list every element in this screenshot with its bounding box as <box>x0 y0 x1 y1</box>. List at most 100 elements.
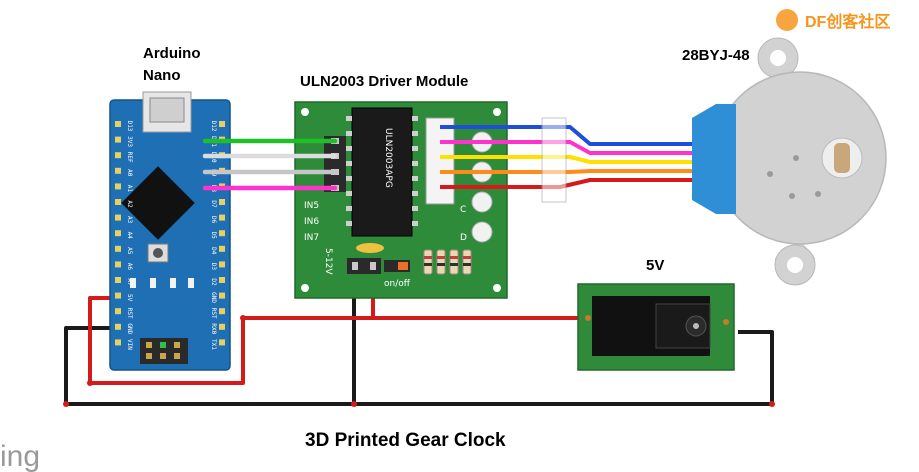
led-l <box>130 278 136 288</box>
motor-label: 28BYJ-48 <box>682 47 750 64</box>
chip-pin <box>412 131 418 136</box>
resistor-band <box>424 256 432 259</box>
label-in6: IN6 <box>304 217 319 227</box>
wire-pink <box>440 140 700 155</box>
stepper-motor <box>692 37 887 286</box>
atmega-chip <box>121 166 195 240</box>
df-logo-icon <box>776 9 798 31</box>
arduino-pin-left-a0 <box>115 167 121 174</box>
arduino-label-line2: Nano <box>143 67 181 84</box>
arduino-pin-label-right-d12: D12 <box>210 121 217 132</box>
arduino-pin-left-gnd <box>115 323 121 330</box>
chip-pin <box>346 206 352 211</box>
arduino-pin-label-left-a6: A6 <box>126 263 133 271</box>
arduino-pin-right-d4 <box>219 245 225 252</box>
arduino-pin-right-d2 <box>219 277 225 283</box>
chip-label: ULN2003APG <box>383 128 393 188</box>
uln2003-chip <box>351 107 413 237</box>
resistor-band <box>463 256 471 259</box>
arduino-pin-label-left-a4: A4 <box>126 232 133 240</box>
motor-shaft <box>834 143 850 173</box>
label-voltage: 5-12V <box>323 248 333 275</box>
led-d <box>471 221 493 243</box>
led-rx <box>188 278 194 288</box>
icsp-pin <box>146 353 152 359</box>
icsp-pin <box>160 353 166 359</box>
wire-ground <box>64 326 774 406</box>
arduino-pin-label-left-3v3: 3V3 <box>126 136 133 147</box>
arduino-pin-left-d13 <box>115 121 121 127</box>
uln2003-driver-board: ULN2003APG IN5 IN6 IN7 5-12V on/off C D <box>294 101 508 299</box>
arduino-pin-left-a6 <box>115 261 121 268</box>
led-c <box>471 191 493 213</box>
arduino-pin-label-right-d4: D4 <box>210 247 217 255</box>
label-led-c: C <box>460 205 466 215</box>
capacitor <box>356 243 384 253</box>
wire-yellow <box>440 155 700 164</box>
caption: 3D Printed Gear Clock <box>305 430 506 451</box>
icsp-pin <box>146 342 152 348</box>
resistor-band <box>450 256 458 259</box>
resistor-band <box>437 256 445 259</box>
arduino-pin-label-left-d13: D13 <box>126 121 133 132</box>
label-switch: on/off <box>384 279 411 289</box>
wire-orange <box>440 169 700 174</box>
arduino-pin-right-tx1 <box>219 339 225 346</box>
df-logo-text: DF创客社区 <box>805 12 890 31</box>
resistor <box>436 249 446 275</box>
arduino-pin-left-a4 <box>115 230 121 237</box>
chip-pin <box>346 161 352 166</box>
chip-pin <box>412 176 418 181</box>
chip-pin <box>412 116 418 121</box>
chip-pin <box>346 131 352 136</box>
power-label: 5V <box>646 257 664 274</box>
arduino-pin-label-right-rx0: RX0 <box>210 323 217 334</box>
signal-wires <box>202 138 338 191</box>
watermark-left: ing <box>0 440 40 472</box>
label-in5: IN5 <box>304 201 319 211</box>
wire-5v <box>88 296 590 385</box>
arduino-pin-label-left-ref: REF <box>126 152 133 163</box>
arduino-pin-label-left-a2: A2 <box>126 200 133 208</box>
power-wiring <box>63 266 775 407</box>
arduino-pin-right-rx0 <box>219 323 225 330</box>
led-pwr <box>150 278 156 288</box>
icsp-header <box>140 338 188 364</box>
arduino-pin-label-right-tx1: TX1 <box>210 339 217 350</box>
led-tx <box>170 278 176 288</box>
chip-pin <box>412 221 418 226</box>
wire-blue <box>440 125 700 146</box>
arduino-pin-left-vin <box>115 339 121 346</box>
arduino-pin-label-right-d6: D6 <box>210 216 217 224</box>
resistor-band <box>450 263 458 266</box>
df-logo: DF创客社区 <box>768 4 916 34</box>
arduino-pin-left-ref <box>115 152 121 159</box>
icsp-pin <box>174 342 180 348</box>
arduino-pin-left-a5 <box>115 245 121 252</box>
resistor-band <box>463 263 471 266</box>
wire-plug <box>541 117 567 203</box>
arduino-pin-label-left-5v: 5V <box>126 294 133 302</box>
arduino-pin-right-d3 <box>219 261 225 268</box>
arduino-pin-label-left-rst: RST <box>126 308 133 319</box>
icsp-pin <box>174 353 180 359</box>
arduino-label-line1: Arduino <box>143 45 201 62</box>
arduino-pin-left-a7 <box>115 277 121 283</box>
arduino-pin-label-left-vin: VIN <box>126 339 133 350</box>
arduino-pin-left-rst <box>115 308 121 315</box>
chip-pin <box>346 116 352 121</box>
arduino-pin-label-left-gnd: GND <box>126 323 133 334</box>
resistor-band <box>424 263 432 266</box>
arduino-pin-label-left-a0: A0 <box>126 169 133 177</box>
resistor <box>423 249 433 275</box>
arduino-pin-label-right-d7: D7 <box>210 200 217 208</box>
arduino-pin-left-3v3 <box>115 136 121 143</box>
power-jack-module <box>577 283 735 371</box>
chip-pin <box>412 161 418 166</box>
chip-pin <box>346 176 352 181</box>
wire-red <box>440 178 700 189</box>
input-header <box>324 136 346 192</box>
resistor <box>462 249 472 275</box>
